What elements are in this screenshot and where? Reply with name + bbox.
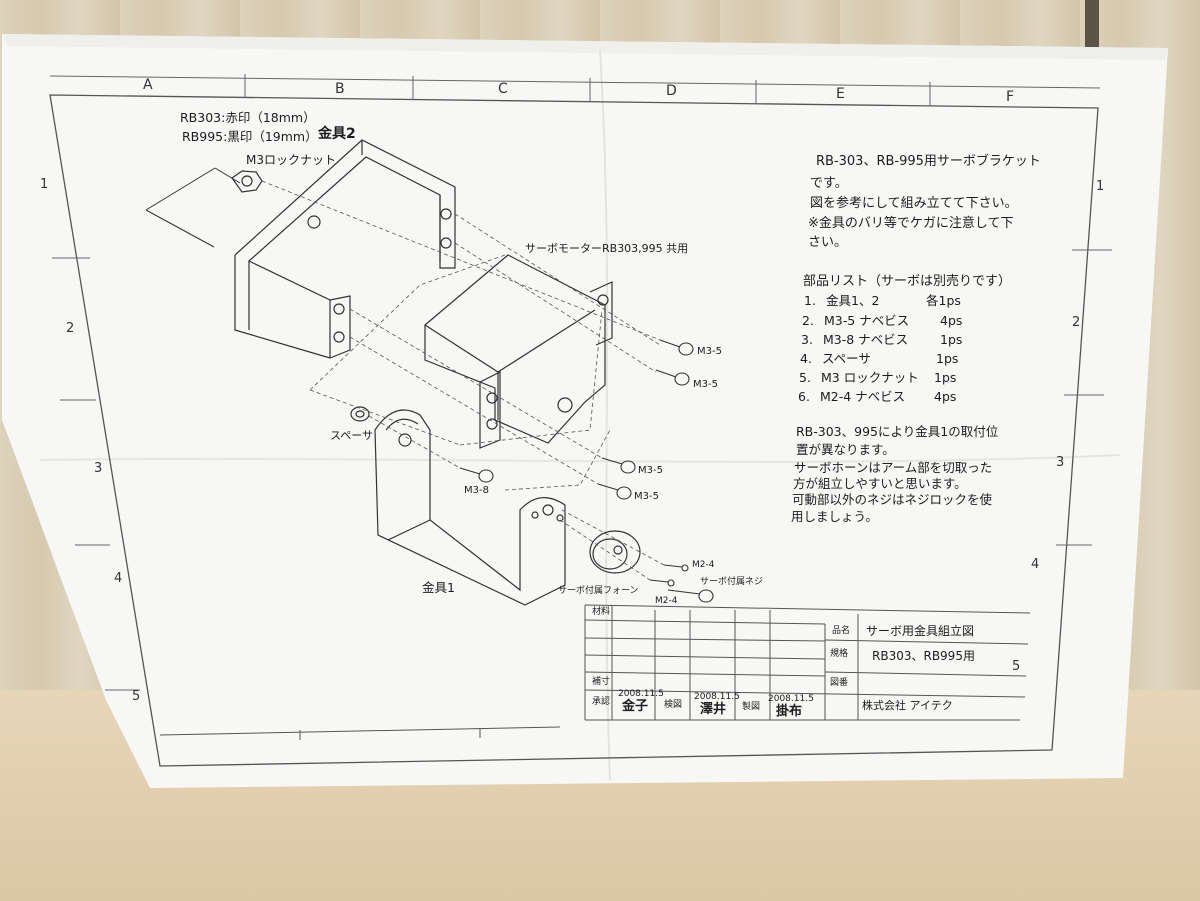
intro-line-1: RB-303、RB-995用サーボブラケット <box>816 154 1041 169</box>
bracket-2-shape <box>234 139 456 359</box>
part-5-no: 5. <box>799 370 811 385</box>
remark-line-4: 方が組立しやすいと思います。 <box>793 476 967 491</box>
check-name: 澤井 <box>700 702 727 717</box>
part-3-no: 3. <box>801 332 813 347</box>
intro-line-5: さい。 <box>808 235 848 250</box>
remark-line-6: 用しましょう。 <box>791 509 878 524</box>
part-1-qty: 各1ps <box>926 293 961 308</box>
rb303-mark-label: RB303:赤印（18mm） <box>180 110 316 125</box>
material-label: 材料 <box>592 607 611 617</box>
part-3-qty: 1ps <box>940 332 963 347</box>
drawing-no-label: 図番 <box>830 678 849 688</box>
name-value: サーボ用金具組立図 <box>866 624 975 638</box>
intro-line-3: 図を参考にして組み立てて下さい。 <box>810 196 1018 211</box>
paper-fold-h <box>39 454 1121 463</box>
approve-name: 金子 <box>622 699 649 714</box>
remark-line-3: サーボホーンはアーム部を切取った <box>794 460 993 475</box>
column-label-c: C <box>498 81 508 97</box>
servo-motor-label: サーボモーターRB303,995 共用 <box>525 242 689 255</box>
row-label-left-3: 3 <box>94 461 103 476</box>
column-ticks <box>49 74 1101 106</box>
bracket-2-label: 金具2 <box>318 126 356 142</box>
spacer-shape <box>350 406 370 422</box>
part-5-qty: 1ps <box>934 370 957 385</box>
approve-label: 承認 <box>592 697 611 707</box>
revision-label: 補寸 <box>592 677 611 687</box>
column-label-e: E <box>836 86 845 102</box>
dimension-line <box>145 167 241 248</box>
paper-sheet <box>2 34 1168 788</box>
servo-screw-label: サーボ付属ネジ <box>700 577 764 587</box>
column-label-b: B <box>335 81 345 97</box>
row-label-right-5: 5 <box>1012 659 1021 674</box>
screw-label-m3-5-b: M3-5 <box>693 379 718 390</box>
row-label-left-4: 4 <box>114 571 123 586</box>
part-3-name: M3-8 ナベビス <box>823 332 909 347</box>
spec-value: RB303、RB995用 <box>872 649 975 663</box>
part-6-qty: 4ps <box>934 389 957 404</box>
row-label-left-2: 2 <box>66 321 75 336</box>
screws <box>459 339 714 603</box>
servo-horn-shape <box>589 530 641 574</box>
name-label: 品名 <box>832 626 851 636</box>
bracket-1-label: 金具1 <box>422 580 455 595</box>
part-6-no: 6. <box>798 389 810 404</box>
spec-label: 規格 <box>830 649 849 659</box>
assembly-dashed-lines <box>261 180 665 581</box>
remark-line-5: 可動部以外のネジはネジロックを使 <box>792 492 993 507</box>
screw-label-m3-5-c: M3-5 <box>638 465 663 476</box>
row-label-right-4: 4 <box>1031 557 1040 572</box>
row-label-right-3: 3 <box>1056 455 1065 470</box>
column-label-a: A <box>143 77 153 93</box>
part-4-qty: 1ps <box>936 351 959 366</box>
paper-fold <box>599 49 611 781</box>
draw-label: 製図 <box>742 702 761 712</box>
approve-date: 2008.11.5 <box>618 689 664 699</box>
screw-label-m3-5-a: M3-5 <box>697 346 722 357</box>
part-2-no: 2. <box>802 313 814 328</box>
lock-nut-label: M3ロックナット <box>246 153 336 167</box>
intro-line-2: です。 <box>810 176 848 191</box>
screw-label-m3-5-d: M3-5 <box>634 491 659 502</box>
part-2-qty: 4ps <box>940 313 963 328</box>
spacer-label: スペーサ <box>330 429 374 442</box>
row-label-left-5: 5 <box>132 689 141 704</box>
row-label-left-1: 1 <box>40 177 49 192</box>
company-name: 株式会社 アイテク <box>862 699 953 712</box>
screw-label-m3-8: M3-8 <box>464 485 489 496</box>
bracket-1-shape <box>374 409 566 606</box>
part-1-name: 金具1、2 <box>826 293 880 308</box>
drawing-frame <box>49 94 1099 767</box>
check-label: 検図 <box>664 700 683 710</box>
part-5-name: M3 ロックナット <box>821 370 919 385</box>
parts-list-header: 部品リスト（サーボは別売りです） <box>803 274 1012 289</box>
check-date: 2008.11.5 <box>694 692 740 702</box>
paper-shade <box>2 34 1168 60</box>
part-1-no: 1. <box>804 293 816 308</box>
part-6-name: M2-4 ナベビス <box>820 389 906 404</box>
title-block-lines <box>159 604 1031 740</box>
remark-line-1: RB-303、995により金具1の取付位 <box>796 424 999 439</box>
part-4-name: スペーサ <box>822 351 871 366</box>
row-ticks <box>52 249 1112 691</box>
rb995-mark-label: RB995:黒印（19mm） <box>182 129 318 144</box>
draw-name: 掛布 <box>776 704 803 719</box>
remark-line-2: 置が異なります。 <box>796 442 895 457</box>
column-label-d: D <box>666 83 677 99</box>
column-label-f: F <box>1006 89 1015 105</box>
screw-label-m2-4-b: M2-4 <box>655 596 678 606</box>
screw-label-m2-4-a: M2-4 <box>692 560 715 570</box>
part-4-no: 4. <box>800 351 812 366</box>
intro-line-4: ※金具のバリ等でケガに注意して下 <box>808 216 1014 231</box>
servo-horn-label: サーボ付属フォーン <box>558 586 639 596</box>
draw-date: 2008.11.5 <box>768 694 814 704</box>
row-label-right-1: 1 <box>1096 179 1105 194</box>
row-label-right-2: 2 <box>1072 315 1081 330</box>
part-2-name: M3-5 ナベビス <box>824 313 910 328</box>
